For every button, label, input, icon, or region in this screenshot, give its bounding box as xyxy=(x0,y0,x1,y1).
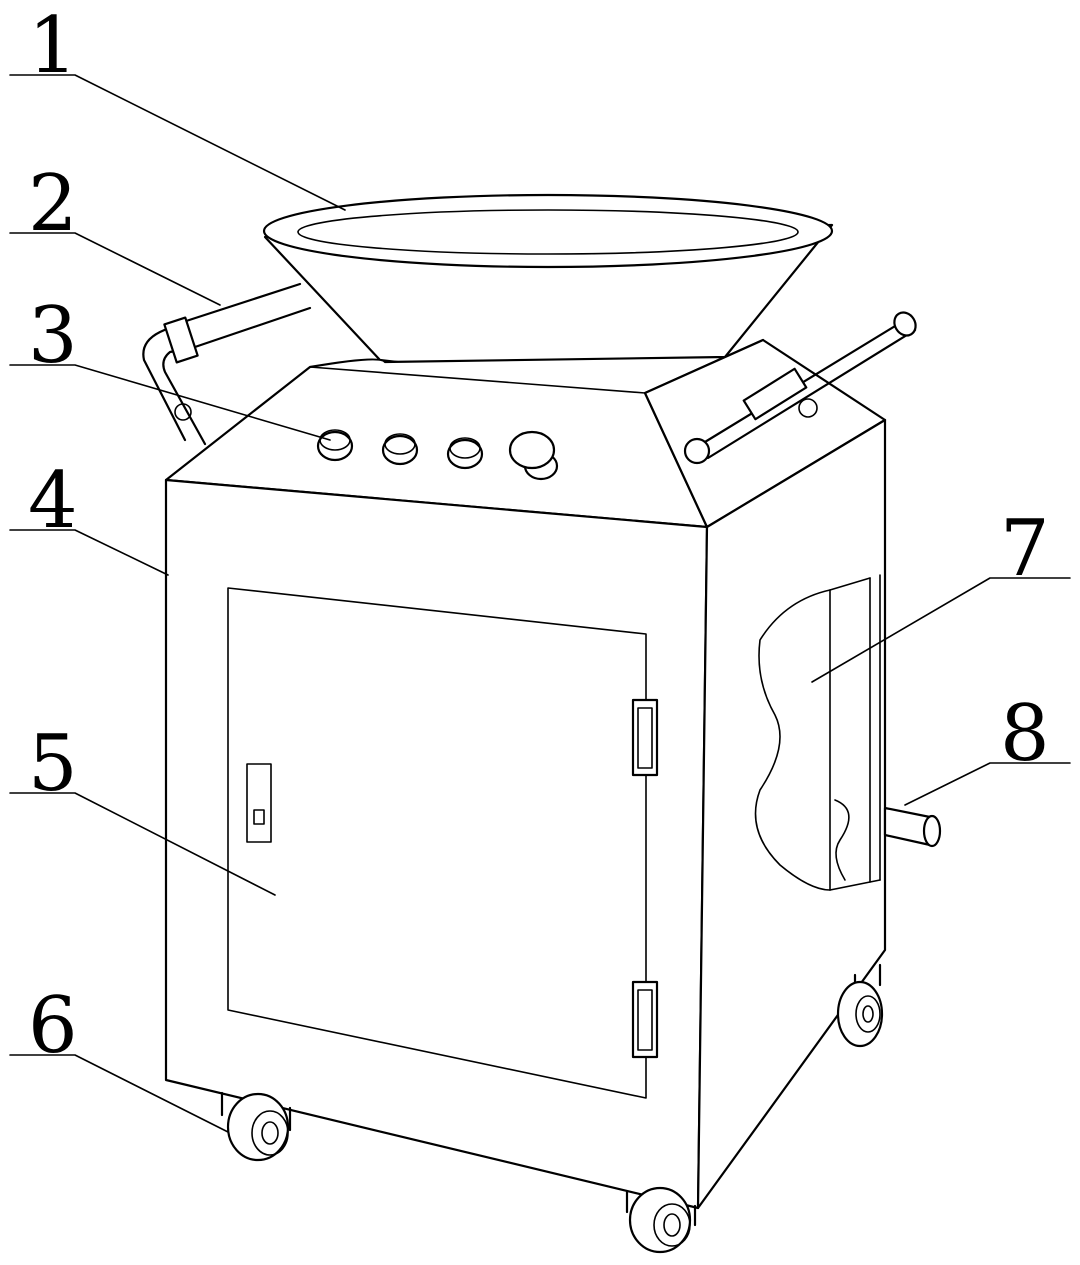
door-hinge-bottom xyxy=(631,980,659,1059)
caster-back-right xyxy=(836,963,884,1048)
label-8: 8 xyxy=(1000,689,1050,779)
right-handle xyxy=(683,311,917,465)
label-4: 4 xyxy=(28,456,78,546)
label-5: 5 xyxy=(28,719,78,809)
caster-front-left xyxy=(220,1091,292,1162)
caster-front-right xyxy=(625,1186,697,1254)
outlet-pipe xyxy=(883,806,942,848)
hopper-funnel xyxy=(262,193,834,372)
door-hinge-top xyxy=(631,698,659,777)
label-7: 7 xyxy=(1000,504,1050,594)
side-cutaway xyxy=(754,574,881,891)
label-1: 1 xyxy=(28,1,78,91)
front-door xyxy=(227,587,647,1099)
push-handle xyxy=(142,282,312,446)
leader-lines xyxy=(9,74,1071,1133)
label-2: 2 xyxy=(28,159,78,249)
label-6: 6 xyxy=(28,981,78,1071)
label-3: 3 xyxy=(28,291,78,381)
casters xyxy=(220,963,884,1254)
control-buttons xyxy=(316,429,559,481)
reference-numerals: 1 2 3 4 5 6 7 8 xyxy=(28,1,1050,1071)
door-latch xyxy=(246,763,272,843)
